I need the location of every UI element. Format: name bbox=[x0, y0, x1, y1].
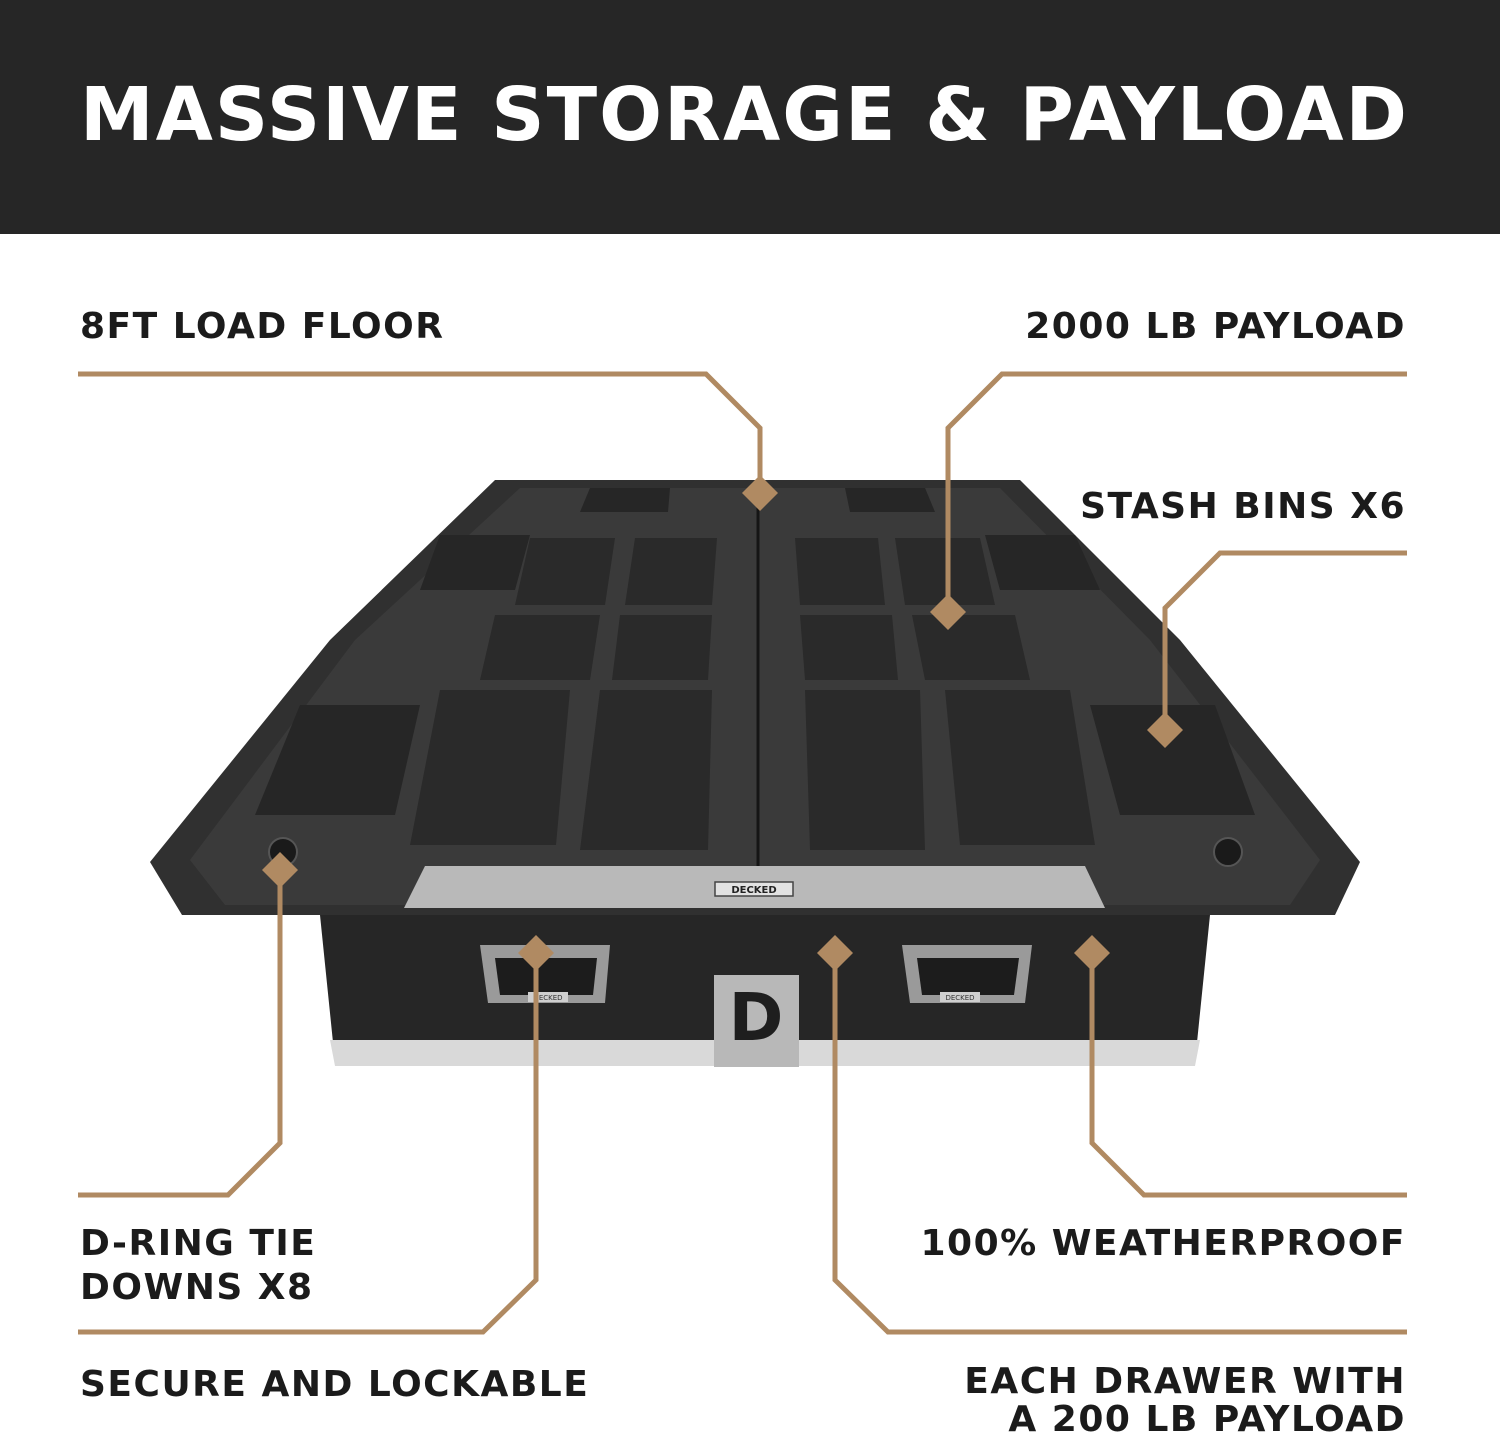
stash-bin-lid bbox=[420, 535, 530, 590]
label-payload: 2000 LB PAYLOAD bbox=[1025, 306, 1406, 347]
lock-latch-icon bbox=[714, 975, 799, 1067]
diamond-marker-icon bbox=[742, 475, 778, 511]
deck-surface: DECKED bbox=[150, 480, 1360, 915]
stash-bin-lid bbox=[255, 705, 420, 815]
stash-bin-lid bbox=[1090, 705, 1255, 815]
d-logo-icon: D bbox=[729, 979, 784, 1056]
page-title: MASSIVE STORAGE & PAYLOAD bbox=[80, 72, 1409, 158]
callout-markers bbox=[262, 475, 1183, 971]
d-ring-icon bbox=[1213, 837, 1243, 867]
diamond-marker-icon bbox=[817, 935, 853, 971]
diamond-marker-icon bbox=[518, 935, 554, 971]
drawer-badge-left: DECKED bbox=[533, 994, 562, 1002]
label-load-floor: 8FT LOAD FLOOR bbox=[80, 306, 445, 347]
diamond-marker-icon bbox=[1074, 935, 1110, 971]
label-d-ring-line1: D-RING TIE bbox=[80, 1223, 317, 1264]
label-d-ring-line2: DOWNS X8 bbox=[80, 1267, 314, 1308]
label-drawer-line1: EACH DRAWER WITH bbox=[964, 1361, 1406, 1402]
label-drawer-line2: A 200 LB PAYLOAD bbox=[1008, 1399, 1406, 1440]
label-secure: SECURE AND LOCKABLE bbox=[80, 1364, 590, 1405]
drawer-badge-right: DECKED bbox=[945, 994, 974, 1002]
brand-plate: DECKED bbox=[731, 885, 776, 896]
label-stash-bins: STASH BINS X6 bbox=[1080, 486, 1406, 527]
label-weatherproof: 100% WEATHERPROOF bbox=[920, 1223, 1406, 1264]
truck-bed-drawer-system: DECKED DECKED D bbox=[320, 915, 1210, 1067]
diamond-marker-icon bbox=[1147, 712, 1183, 748]
callout-lines bbox=[78, 371, 1407, 1335]
stash-bin-lid bbox=[580, 488, 670, 512]
diamond-marker-icon bbox=[262, 852, 298, 888]
stash-bin-lid bbox=[985, 535, 1100, 590]
header-banner: MASSIVE STORAGE & PAYLOAD bbox=[0, 0, 1500, 234]
stash-bin-lid bbox=[845, 488, 935, 512]
diamond-marker-icon bbox=[930, 594, 966, 630]
